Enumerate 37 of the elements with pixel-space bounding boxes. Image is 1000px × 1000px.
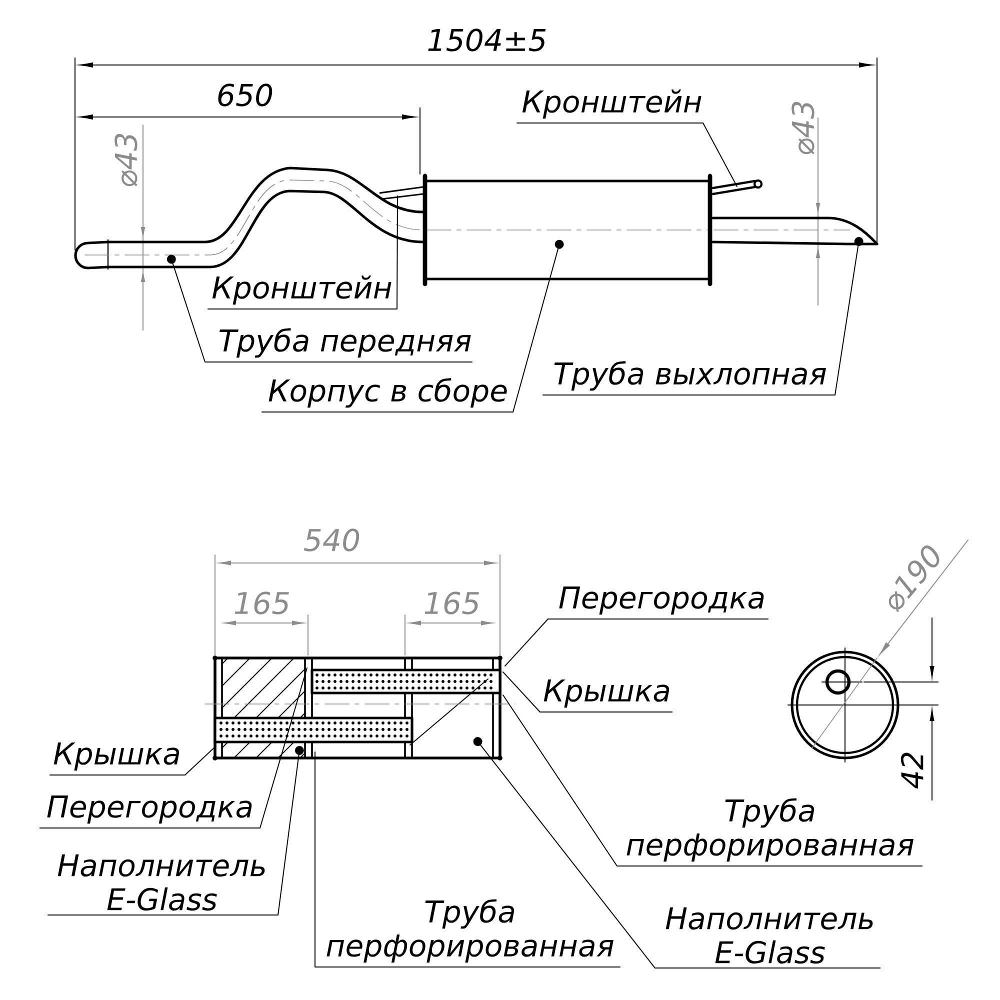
dimension-text: ⌀43 [792,102,814,154]
callout-text: Перегородка [559,586,764,615]
callout-text: Крышка [54,742,180,771]
leader-line [473,737,881,968]
callout-text: Труба перфорированная [626,798,914,862]
leader-line [40,668,308,828]
dimension-text: 165 [234,592,289,614]
callout-text: Труба передняя [220,328,471,358]
callout-text: Корпус в сборе [268,378,507,408]
leader-line [502,694,923,866]
dimension-text: 42 [900,752,924,789]
leader-line [314,752,621,968]
leader-line [542,236,864,396]
leader-line [516,122,738,187]
leader-line [208,196,398,310]
callout-text: Кронштейн [212,276,392,305]
bracket-drawing [712,179,763,196]
leader-line [48,746,304,916]
callout-text: Наполнитель E-Glass [666,907,873,964]
dimension-text: 650 [218,84,272,106]
callout-text: Наполнитель E-Glass [58,854,265,911]
callout-text: Труба перфорированная [326,899,614,963]
dimension-text: 540 [304,528,360,552]
muffler-body-drawing [422,174,712,286]
leader-line [166,254,472,362]
dimension-text: 1504±5 [428,28,546,52]
leader-line [504,618,769,666]
dimension-text: ⌀43 [114,134,138,186]
leader-line [50,746,216,776]
leader-line [262,240,564,412]
leader-line [502,672,673,712]
callout-text: Крышка [544,680,670,708]
callout-text: Перегородка [47,796,252,824]
callout-text: Труба выхлопная [554,361,826,391]
callout-text: Кронштейн [522,90,702,119]
dimension-text: 165 [424,592,479,614]
tailpipe-drawing [712,216,878,246]
